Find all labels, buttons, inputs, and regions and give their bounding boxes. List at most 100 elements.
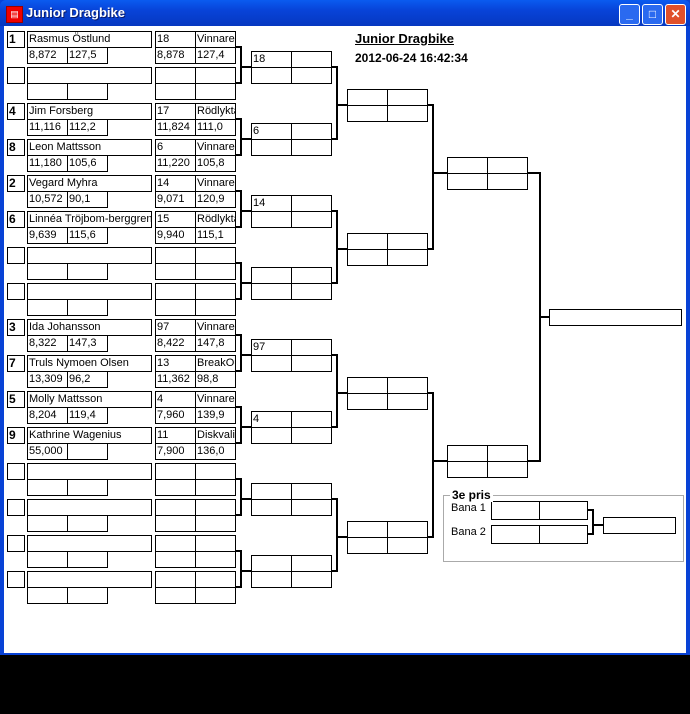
race-number-field[interactable]: 4: [155, 391, 196, 408]
qual-speed-field[interactable]: 105,6: [67, 155, 108, 172]
round2-match-lane2-b[interactable]: [291, 211, 332, 228]
race-result-field[interactable]: Rödlykta: [195, 103, 236, 120]
round3-match-lane1-a[interactable]: [347, 89, 388, 106]
qual-speed-field[interactable]: 90,1: [67, 191, 108, 208]
rider-name-field[interactable]: Linnéa Tröjbom-berggren: [27, 211, 152, 228]
qual-time-field[interactable]: [27, 587, 68, 604]
round2-match-lane1-a[interactable]: 14: [251, 195, 292, 212]
qual-time-field[interactable]: [27, 479, 68, 496]
round2-match-lane2-a[interactable]: [251, 283, 292, 300]
qual-time-field[interactable]: [27, 83, 68, 100]
seed-box[interactable]: 7: [7, 355, 25, 372]
close-button[interactable]: ✕: [665, 4, 686, 25]
qual-time-field[interactable]: [27, 299, 68, 316]
qual-speed-field[interactable]: 147,3: [67, 335, 108, 352]
race-result-field[interactable]: [195, 67, 236, 84]
qual-time-field[interactable]: 8,204: [27, 407, 68, 424]
seed-box[interactable]: 1: [7, 31, 25, 48]
round2-match-lane1-b[interactable]: [291, 339, 332, 356]
round2-match-lane1-b[interactable]: [291, 51, 332, 68]
qual-speed-field[interactable]: 115,6: [67, 227, 108, 244]
race-time-field[interactable]: 7,960: [155, 407, 196, 424]
round2-match-lane2-b[interactable]: [291, 427, 332, 444]
race-number-field[interactable]: [155, 571, 196, 588]
race-result-field[interactable]: Vinnare: [195, 319, 236, 336]
round2-match-lane2-a[interactable]: [251, 355, 292, 372]
round2-match-lane1-b[interactable]: [291, 195, 332, 212]
minimize-button[interactable]: _: [619, 4, 640, 25]
race-number-field[interactable]: 13: [155, 355, 196, 372]
seed-box[interactable]: 2: [7, 175, 25, 192]
race-speed-field[interactable]: [195, 83, 236, 100]
seed-box[interactable]: [7, 499, 25, 516]
semifinal-match-lane2-b[interactable]: [487, 173, 528, 190]
semifinal-match-lane1-b[interactable]: [487, 157, 528, 174]
seed-box[interactable]: [7, 463, 25, 480]
race-time-field[interactable]: 11,824: [155, 119, 196, 136]
race-speed-field[interactable]: 136,0: [195, 443, 236, 460]
round3-match-lane2-b[interactable]: [387, 249, 428, 266]
qual-time-field[interactable]: 55,000: [27, 443, 68, 460]
qual-time-field[interactable]: 11,116: [27, 119, 68, 136]
round2-match-lane1-b[interactable]: [291, 555, 332, 572]
round2-match-lane1-b[interactable]: [291, 411, 332, 428]
round2-match-lane1-b[interactable]: [291, 267, 332, 284]
round2-match-lane1-b[interactable]: [291, 123, 332, 140]
round2-match-lane2-a[interactable]: [251, 427, 292, 444]
race-time-field[interactable]: 7,900: [155, 443, 196, 460]
round3-match-lane2-a[interactable]: [347, 393, 388, 410]
rider-name-field[interactable]: [27, 499, 152, 516]
race-time-field[interactable]: 11,220: [155, 155, 196, 172]
race-speed-field[interactable]: 139,9: [195, 407, 236, 424]
qual-speed-field[interactable]: [67, 263, 108, 280]
qual-speed-field[interactable]: [67, 515, 108, 532]
race-time-field[interactable]: 8,422: [155, 335, 196, 352]
qual-time-field[interactable]: 8,872: [27, 47, 68, 64]
qual-speed-field[interactable]: [67, 443, 108, 460]
race-result-field[interactable]: Vinnare: [195, 31, 236, 48]
round2-match-lane1-a[interactable]: 18: [251, 51, 292, 68]
qual-time-field[interactable]: 10,572: [27, 191, 68, 208]
race-speed-field[interactable]: [195, 515, 236, 532]
race-time-field[interactable]: [155, 299, 196, 316]
rider-name-field[interactable]: [27, 67, 152, 84]
qual-speed-field[interactable]: [67, 83, 108, 100]
qual-time-field[interactable]: [27, 263, 68, 280]
semifinal-match-lane2-b[interactable]: [487, 461, 528, 478]
qual-speed-field[interactable]: 112,2: [67, 119, 108, 136]
race-number-field[interactable]: 15: [155, 211, 196, 228]
round2-match-lane2-a[interactable]: [251, 571, 292, 588]
seed-box[interactable]: 9: [7, 427, 25, 444]
maximize-button[interactable]: □: [642, 4, 663, 25]
seed-box[interactable]: [7, 535, 25, 552]
round3-match-lane2-b[interactable]: [387, 393, 428, 410]
round2-match-lane2-a[interactable]: [251, 499, 292, 516]
round2-match-lane1-a[interactable]: [251, 267, 292, 284]
qual-speed-field[interactable]: [67, 299, 108, 316]
qual-time-field[interactable]: [27, 551, 68, 568]
round2-match-lane2-b[interactable]: [291, 571, 332, 588]
race-result-field[interactable]: Vinnare: [195, 175, 236, 192]
race-speed-field[interactable]: 98,8: [195, 371, 236, 388]
round2-match-lane2-a[interactable]: [251, 139, 292, 156]
race-number-field[interactable]: [155, 247, 196, 264]
rider-name-field[interactable]: Ida Johansson: [27, 319, 152, 336]
race-number-field[interactable]: [155, 535, 196, 552]
round2-match-lane2-b[interactable]: [291, 355, 332, 372]
semifinal-match-lane1-a[interactable]: [447, 445, 488, 462]
seed-box[interactable]: [7, 67, 25, 84]
round2-match-lane1-a[interactable]: [251, 483, 292, 500]
race-number-field[interactable]: [155, 67, 196, 84]
round3-match-lane1-b[interactable]: [387, 521, 428, 538]
seed-box[interactable]: [7, 283, 25, 300]
rider-name-field[interactable]: [27, 463, 152, 480]
rider-name-field[interactable]: [27, 247, 152, 264]
race-result-field[interactable]: Vinnare: [195, 391, 236, 408]
race-number-field[interactable]: [155, 463, 196, 480]
race-speed-field[interactable]: 127,4: [195, 47, 236, 64]
rider-name-field[interactable]: Leon Mattsson: [27, 139, 152, 156]
semifinal-match-lane1-a[interactable]: [447, 157, 488, 174]
race-speed-field[interactable]: 147,8: [195, 335, 236, 352]
round2-match-lane2-b[interactable]: [291, 139, 332, 156]
race-result-field[interactable]: Vinnare: [195, 139, 236, 156]
